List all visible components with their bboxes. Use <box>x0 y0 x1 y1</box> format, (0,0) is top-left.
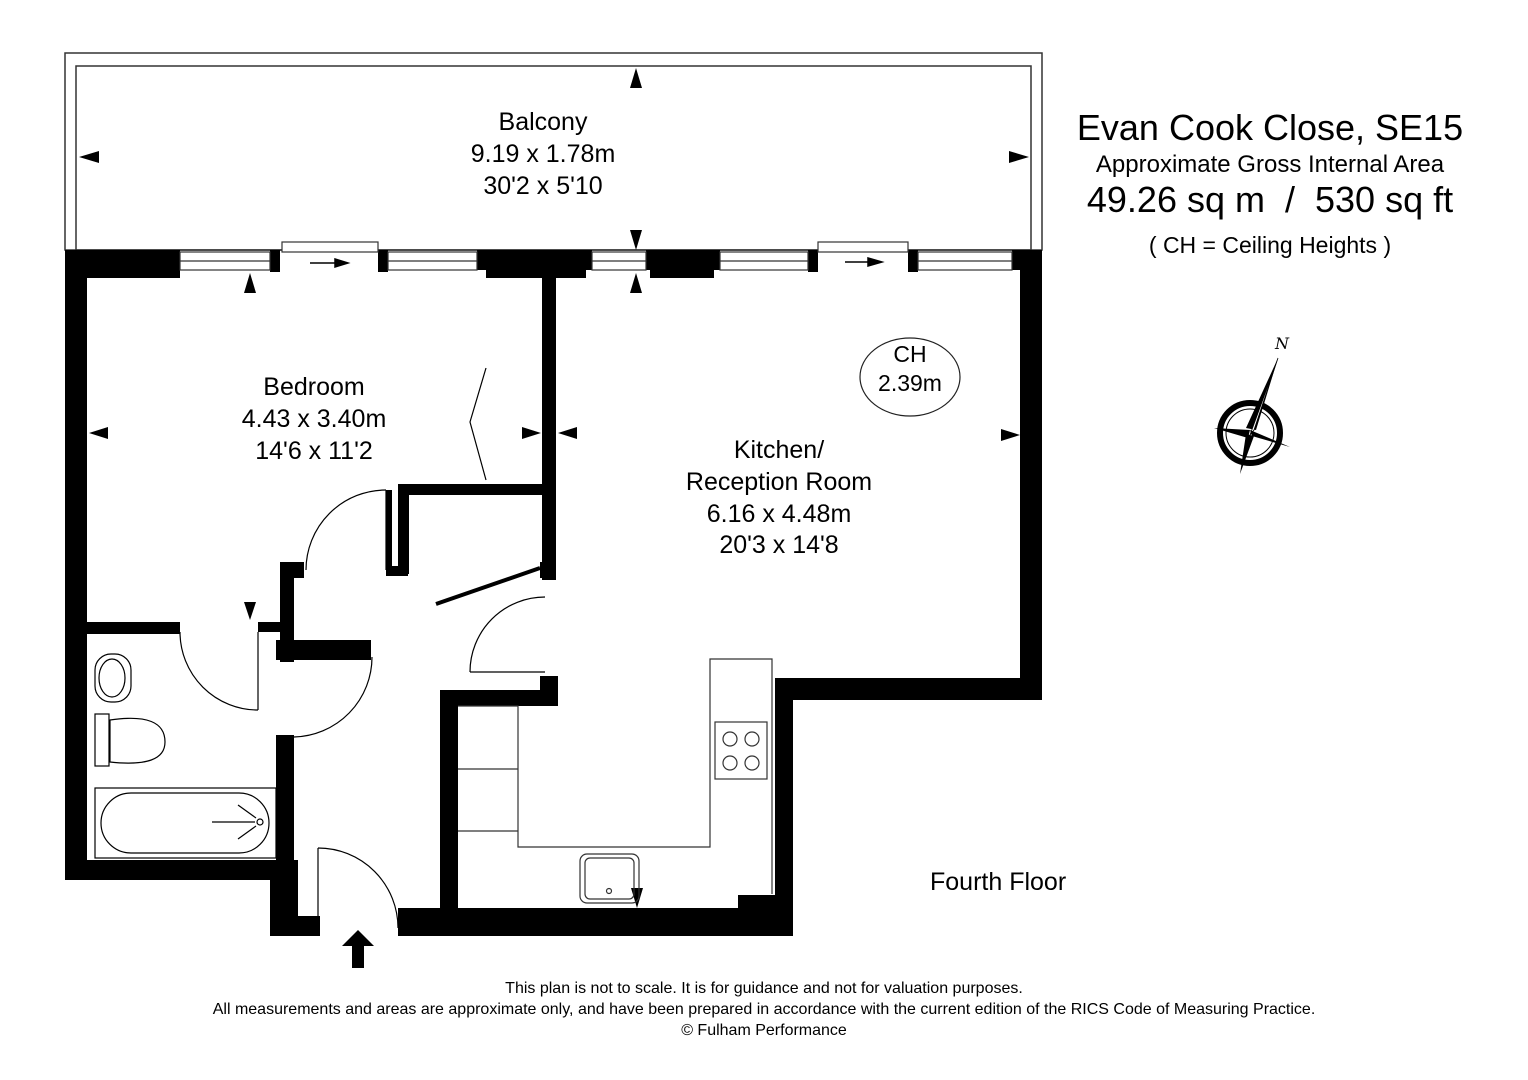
bedroom-imperial: 14'6 x 11'2 <box>255 436 373 465</box>
disclaimer-line-2: All measurements and areas are approxima… <box>212 1001 1316 1018</box>
ceiling-height-abbr: CH <box>893 341 927 367</box>
balcony-label: Balcony 9.19 x 1.78m 30'2 x 5'10 <box>443 107 643 202</box>
ceiling-height-label: CH 2.39m <box>862 340 958 398</box>
balcony-name: Balcony <box>498 108 588 136</box>
bedroom-name: Bedroom <box>263 373 365 401</box>
balcony-metric: 9.19 x 1.78m <box>470 139 616 168</box>
dimension-markers <box>79 68 1029 908</box>
kitchen-metric: 6.16 x 4.48m <box>706 499 852 528</box>
svg-text:N: N <box>1274 334 1290 353</box>
door-swings <box>179 367 546 929</box>
kitchen-name-line2: Reception Room <box>685 467 873 496</box>
bedroom-label: Bedroom 4.43 x 3.40m 14'6 x 11'2 <box>204 372 424 467</box>
property-title: Evan Cook Close, SE15 <box>1076 107 1464 148</box>
title-block: Evan Cook Close, SE15 Approximate Gross … <box>1040 106 1500 260</box>
floor-label: Fourth Floor <box>930 868 1067 896</box>
ceiling-height-value: 2.39m <box>878 370 942 396</box>
area-label: Approximate Gross Internal Area <box>1095 151 1445 178</box>
kitchen-fixtures <box>458 658 773 904</box>
ceiling-height-badge <box>859 337 961 417</box>
kitchen-imperial: 20'3 x 14'8 <box>719 531 839 560</box>
bathroom-fixtures <box>94 653 277 859</box>
area-value: 49.26 sq m / 530 sq ft <box>1086 179 1454 220</box>
walls <box>65 250 1042 936</box>
sliding-door-arrows <box>310 257 885 269</box>
compass-rose-icon: N <box>1214 334 1290 474</box>
disclaimer-footer: This plan is not to scale. It is for gui… <box>0 978 1528 1041</box>
windows <box>179 241 1013 271</box>
balcony-imperial: 30'2 x 5'10 <box>483 171 603 200</box>
kitchen-label: Kitchen/ Reception Room 6.16 x 4.48m 20'… <box>649 435 909 562</box>
kitchen-name-line1: Kitchen/ <box>733 436 825 464</box>
copyright-line: © Fulham Performance <box>681 1022 847 1039</box>
disclaimer-line-1: This plan is not to scale. It is for gui… <box>505 980 1023 997</box>
entrance-arrow-icon <box>342 930 374 968</box>
legend-note: ( CH = Ceiling Heights ) <box>1148 232 1392 258</box>
bedroom-metric: 4.43 x 3.40m <box>241 404 387 433</box>
